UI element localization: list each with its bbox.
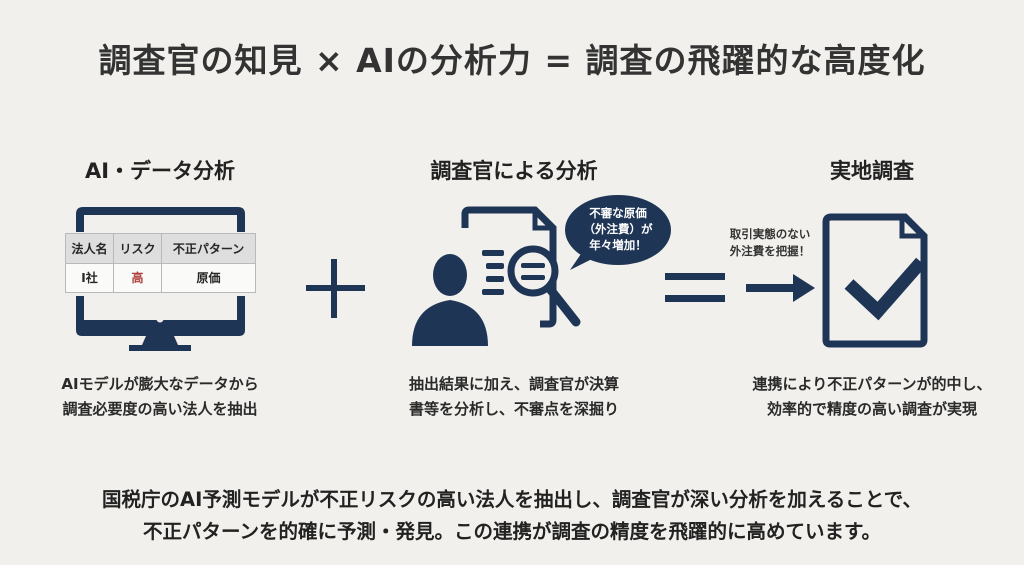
note-text: 取引実態のない xyxy=(729,227,811,241)
desc-line: 効率的で精度の高い調査が実現 xyxy=(766,400,977,418)
speech-bubble: 不審な原価 （外注費）が 年々増加！ xyxy=(565,195,671,265)
person-icon xyxy=(412,254,488,346)
desc-field-investigation: 連携により不正パターンが的中し、 効率的で精度の高い調査が実現 xyxy=(722,372,1022,422)
monitor-icon xyxy=(76,207,245,351)
desc-line: 書等を分析し、不審点を深掘り xyxy=(408,400,619,418)
table-header: 法人名 xyxy=(64,233,115,264)
document-icon xyxy=(461,206,557,328)
arrow-right-icon xyxy=(746,274,815,302)
heading-field-investigation: 実地調査 xyxy=(830,159,914,183)
footer-line: 国税庁のAI予測モデルが不正リスクの高い法人を抽出し、調査官が深い分析を加えるこ… xyxy=(102,488,922,511)
arrow-note: 取引実態のない 外注費を把握！ xyxy=(720,226,820,260)
bubble-text: 年々増加！ xyxy=(589,238,647,252)
risk-table: 法人名 リスク 不正パターン I社 高 原価 xyxy=(64,233,256,293)
plus-icon xyxy=(306,259,365,318)
desc-line: AIモデルが膨大なデータから xyxy=(61,375,259,393)
checked-document-icon xyxy=(822,213,928,348)
desc-line: 抽出結果に加え、調査官が決算 xyxy=(408,375,619,393)
table-cell-company: I社 xyxy=(64,262,115,293)
note-text: 外注費を把握！ xyxy=(729,244,811,258)
desc-line: 連携により不正パターンが的中し、 xyxy=(752,375,992,393)
table-cell-risk: 高 xyxy=(113,262,163,293)
desc-ai-data-analysis: AIモデルが膨大なデータから 調査必要度の高い法人を抽出 xyxy=(10,372,310,422)
document-lines-icon xyxy=(482,250,504,295)
table-header: リスク xyxy=(113,233,163,264)
table-header: 不正パターン xyxy=(161,233,256,264)
magnifier-icon xyxy=(507,245,581,327)
desc-line: 調査必要度の高い法人を抽出 xyxy=(62,400,258,418)
bubble-text: （外注費）が xyxy=(583,222,653,236)
page-title: 調査官の知見 × AIの分析力 = 調査の飛躍的な高度化 xyxy=(98,41,926,80)
equals-icon xyxy=(665,273,725,302)
heading-ai-data-analysis: AI・データ分析 xyxy=(84,159,236,183)
desc-investigator-analysis: 抽出結果に加え、調査官が決算 書等を分析し、不審点を深掘り xyxy=(364,372,664,422)
table-cell-pattern: 原価 xyxy=(161,262,256,293)
summary-footer: 国税庁のAI予測モデルが不正リスクの高い法人を抽出し、調査官が深い分析を加えるこ… xyxy=(0,484,1024,548)
heading-investigator-analysis: 調査官による分析 xyxy=(430,159,598,183)
bubble-text: 不審な原価 xyxy=(589,206,647,220)
footer-line: 不正パターンを的確に予測・発見。この連携が調査の精度を飛躍的に高めています。 xyxy=(142,520,882,543)
